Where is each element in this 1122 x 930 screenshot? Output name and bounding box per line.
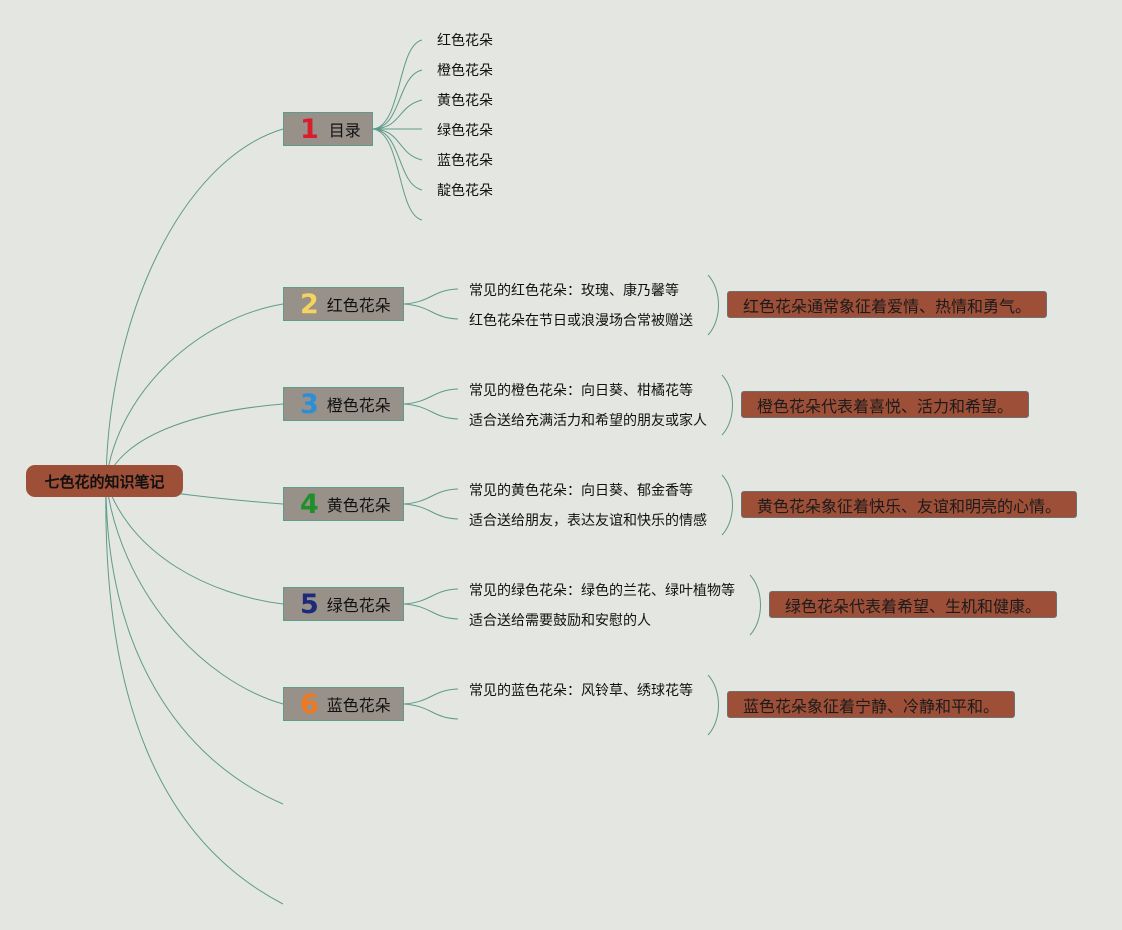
toc-item-green[interactable]: 绿色花朵 (437, 123, 493, 139)
detail-item[interactable]: 适合送给充满活力和希望的朋友或家人 (469, 413, 707, 429)
topic-orange-flowers[interactable]: 3 橙色花朵 (283, 387, 404, 421)
summary-label: 红色花朵通常象征着爱情、热情和勇气。 (743, 296, 1032, 316)
root-topic[interactable]: 七色花的知识笔记 (26, 465, 183, 497)
summary-label: 橙色花朵代表着喜悦、活力和希望。 (757, 396, 1014, 416)
detail-item[interactable]: 常见的蓝色花朵：风铃草、绣球花等 (469, 683, 693, 699)
summary-label: 蓝色花朵象征着宁静、冷静和平和。 (743, 696, 1000, 716)
root-topic-label: 七色花的知识笔记 (44, 472, 165, 491)
toc-item-indigo[interactable]: 靛色花朵 (437, 183, 493, 199)
summary-label: 绿色花朵代表着希望、生机和健康。 (785, 596, 1042, 616)
detail-item[interactable]: 适合送给需要鼓励和安慰的人 (469, 613, 651, 629)
topic-label: 橙色花朵 (326, 396, 391, 415)
number-3-icon: 3 (300, 388, 319, 420)
detail-item[interactable]: 常见的绿色花朵：绿色的兰花、绿叶植物等 (469, 583, 735, 599)
topic-label: 红色花朵 (326, 296, 391, 315)
toc-item-blue[interactable]: 蓝色花朵 (437, 153, 493, 169)
summary-label: 黄色花朵象征着快乐、友谊和明亮的心情。 (757, 496, 1062, 516)
toc-item-yellow[interactable]: 黄色花朵 (437, 93, 493, 109)
topic-label: 蓝色花朵 (326, 696, 391, 715)
detail-item[interactable]: 红色花朵在节日或浪漫场合常被赠送 (469, 313, 693, 329)
detail-item[interactable]: 常见的黄色花朵：向日葵、郁金香等 (469, 483, 693, 499)
topic-label: 绿色花朵 (326, 596, 391, 615)
topic-contents[interactable]: 1 目录 (283, 112, 373, 146)
number-5-icon: 5 (300, 588, 319, 620)
detail-item[interactable]: 常见的红色花朵：玫瑰、康乃馨等 (469, 283, 679, 299)
summary-blue[interactable]: 蓝色花朵象征着宁静、冷静和平和。 (727, 691, 1015, 718)
topic-blue-flowers[interactable]: 6 蓝色花朵 (283, 687, 404, 721)
topic-green-flowers[interactable]: 5 绿色花朵 (283, 587, 404, 621)
summary-red[interactable]: 红色花朵通常象征着爱情、热情和勇气。 (727, 291, 1047, 318)
topic-yellow-flowers[interactable]: 4 黄色花朵 (283, 487, 404, 521)
number-2-icon: 2 (300, 288, 319, 320)
topic-label: 黄色花朵 (326, 496, 391, 515)
summary-green[interactable]: 绿色花朵代表着希望、生机和健康。 (769, 591, 1057, 618)
topic-red-flowers[interactable]: 2 红色花朵 (283, 287, 404, 321)
summary-orange[interactable]: 橙色花朵代表着喜悦、活力和希望。 (741, 391, 1029, 418)
topic-label: 目录 (328, 121, 361, 140)
number-6-icon: 6 (300, 688, 319, 720)
detail-item[interactable]: 适合送给朋友，表达友谊和快乐的情感 (469, 513, 707, 529)
summary-yellow[interactable]: 黄色花朵象征着快乐、友谊和明亮的心情。 (741, 491, 1077, 518)
toc-item-red[interactable]: 红色花朵 (437, 33, 493, 49)
number-1-icon: 1 (300, 113, 319, 145)
number-4-icon: 4 (300, 488, 319, 520)
toc-item-orange[interactable]: 橙色花朵 (437, 63, 493, 79)
detail-item[interactable]: 常见的橙色花朵：向日葵、柑橘花等 (469, 383, 693, 399)
